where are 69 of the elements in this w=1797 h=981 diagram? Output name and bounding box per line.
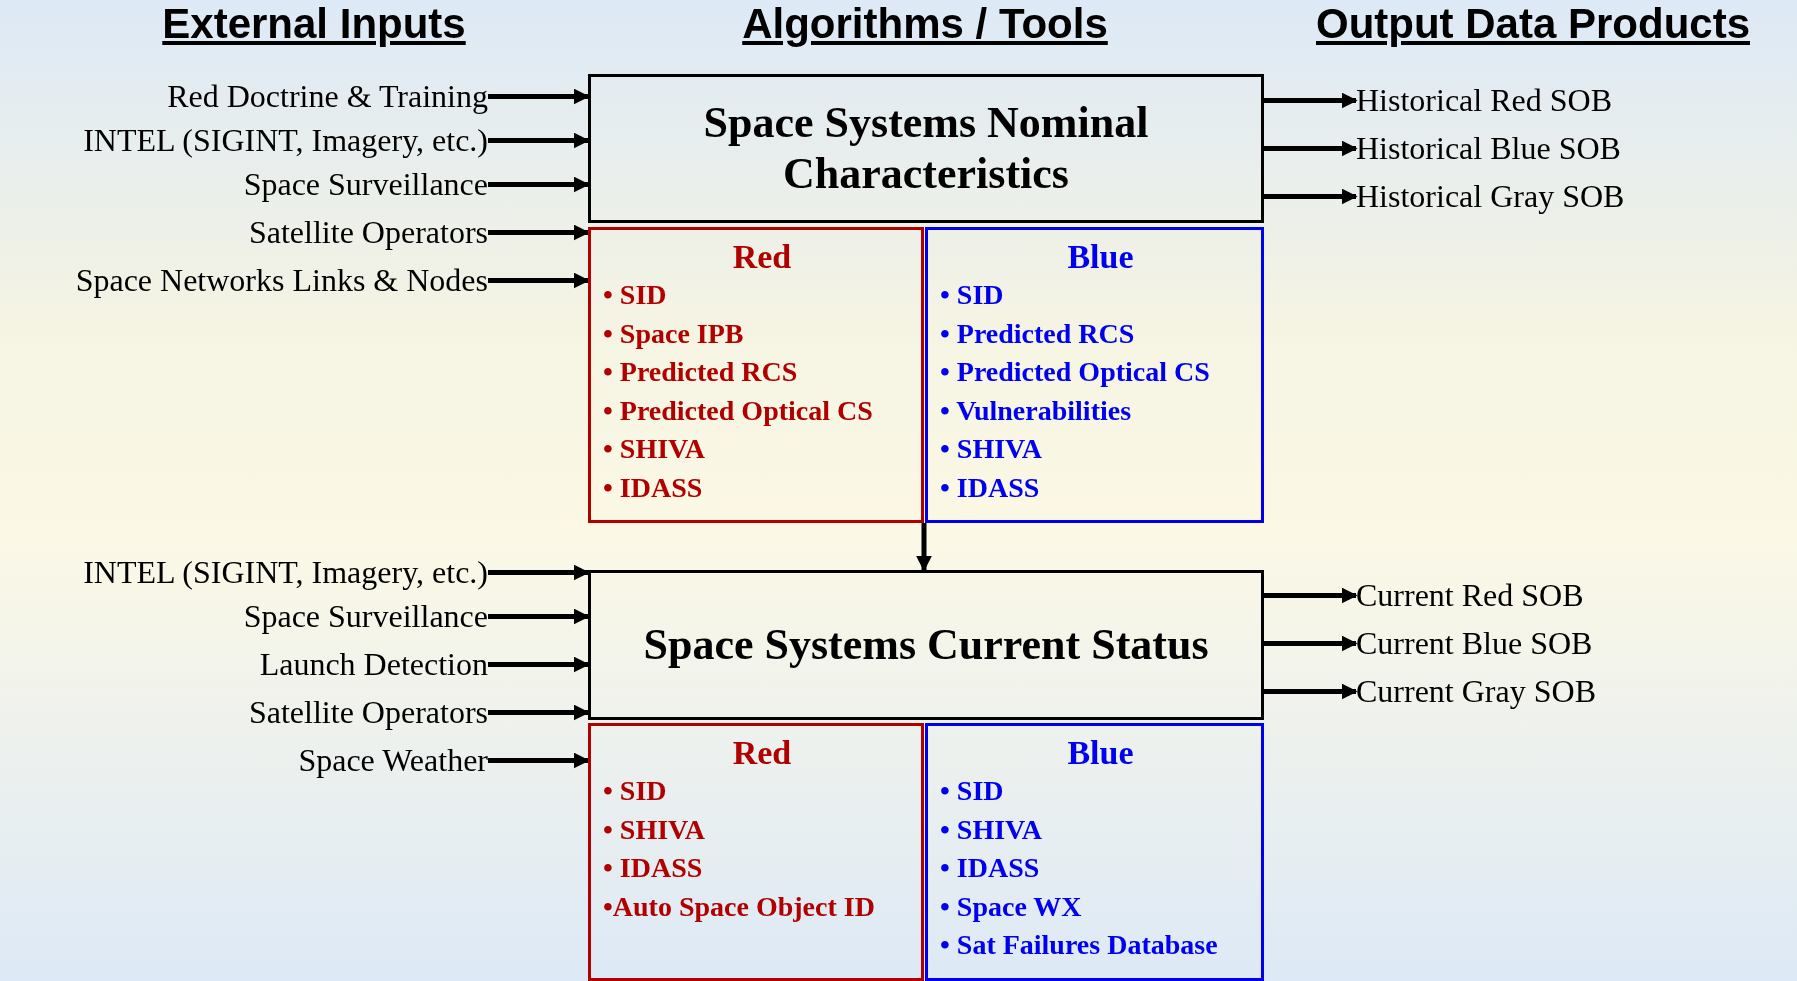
input-label: Satellite Operators bbox=[248, 694, 488, 731]
list-item: • IDASS bbox=[940, 470, 1041, 505]
list-item: • Space WX bbox=[940, 889, 1083, 924]
list-item: • SHIVA bbox=[603, 432, 706, 466]
arrow bbox=[488, 272, 590, 289]
tool-list-box bbox=[925, 227, 1264, 523]
list-item: • IDASS bbox=[940, 851, 1041, 885]
tool-list-box bbox=[588, 227, 924, 523]
list-heading: Blue bbox=[1066, 734, 1135, 772]
input-label: Space Networks Links & Nodes bbox=[75, 262, 488, 299]
arrow bbox=[1264, 587, 1358, 604]
list-item: • Space IPB bbox=[603, 316, 745, 351]
box-title: Space Systems Nominal Characteristics bbox=[702, 97, 1150, 200]
arrow bbox=[916, 523, 932, 572]
arrow bbox=[1264, 92, 1358, 109]
output-label: Current Blue SOB bbox=[1356, 625, 1593, 662]
tool-list-box bbox=[925, 723, 1264, 981]
list-item: • SHIVA bbox=[603, 812, 706, 847]
list-item: •Auto Space Object ID bbox=[603, 889, 876, 924]
list-heading: Blue bbox=[1066, 238, 1135, 276]
arrow bbox=[1264, 635, 1358, 652]
column-heading: Output Data Products bbox=[1316, 0, 1750, 48]
arrow bbox=[488, 564, 590, 581]
input-label: Satellite Operators bbox=[248, 214, 488, 251]
list-item: • SHIVA bbox=[940, 812, 1043, 847]
tool-list-box bbox=[588, 723, 924, 981]
process-box bbox=[588, 74, 1264, 223]
arrow bbox=[488, 88, 590, 105]
list-item: • SID bbox=[940, 774, 1005, 808]
process-box bbox=[588, 570, 1264, 720]
list-item: • IDASS bbox=[603, 851, 704, 885]
list-item: • Sat Failures Database bbox=[940, 928, 1219, 962]
arrow bbox=[488, 224, 590, 241]
box-title: Space Systems Current Status bbox=[642, 619, 1210, 671]
input-label: Launch Detection bbox=[259, 646, 488, 683]
arrow bbox=[488, 608, 590, 625]
list-item: • Predicted Optical CS bbox=[603, 393, 874, 428]
list-heading: Red bbox=[731, 238, 793, 276]
list-item: • SHIVA bbox=[940, 432, 1043, 466]
input-label: Space Weather bbox=[298, 742, 488, 779]
output-label: Current Gray SOB bbox=[1356, 673, 1596, 710]
output-label: Historical Gray SOB bbox=[1356, 178, 1625, 215]
input-label: INTEL (SIGINT, Imagery, etc.) bbox=[83, 122, 488, 159]
list-heading: Red bbox=[731, 734, 793, 772]
column-heading: Algorithms / Tools bbox=[742, 0, 1108, 48]
list-item: • IDASS bbox=[603, 470, 704, 505]
arrow bbox=[488, 656, 590, 673]
arrow bbox=[488, 176, 590, 193]
list-item: • Predicted Optical CS bbox=[940, 355, 1211, 389]
column-heading: External Inputs bbox=[162, 0, 466, 48]
list-item: • SID bbox=[603, 278, 668, 312]
list-item: • Predicted RCS bbox=[603, 355, 799, 389]
arrow bbox=[1264, 683, 1358, 700]
output-label: Historical Red SOB bbox=[1356, 82, 1612, 119]
arrow bbox=[1264, 140, 1358, 157]
input-label: Space Surveillance bbox=[243, 166, 488, 203]
output-label: Current Red SOB bbox=[1356, 577, 1584, 614]
list-item: • Vulnerabilities bbox=[940, 393, 1133, 428]
arrow bbox=[488, 752, 590, 769]
input-label: Space Surveillance bbox=[243, 598, 488, 635]
arrow bbox=[1264, 188, 1358, 205]
input-label: INTEL (SIGINT, Imagery, etc.) bbox=[83, 554, 488, 591]
output-label: Historical Blue SOB bbox=[1356, 130, 1621, 167]
input-label: Red Doctrine & Training bbox=[167, 78, 488, 115]
list-item: • SID bbox=[940, 278, 1005, 312]
arrow bbox=[488, 132, 590, 149]
arrow bbox=[488, 704, 590, 721]
list-item: • Predicted RCS bbox=[940, 316, 1136, 351]
list-item: • SID bbox=[603, 774, 668, 808]
